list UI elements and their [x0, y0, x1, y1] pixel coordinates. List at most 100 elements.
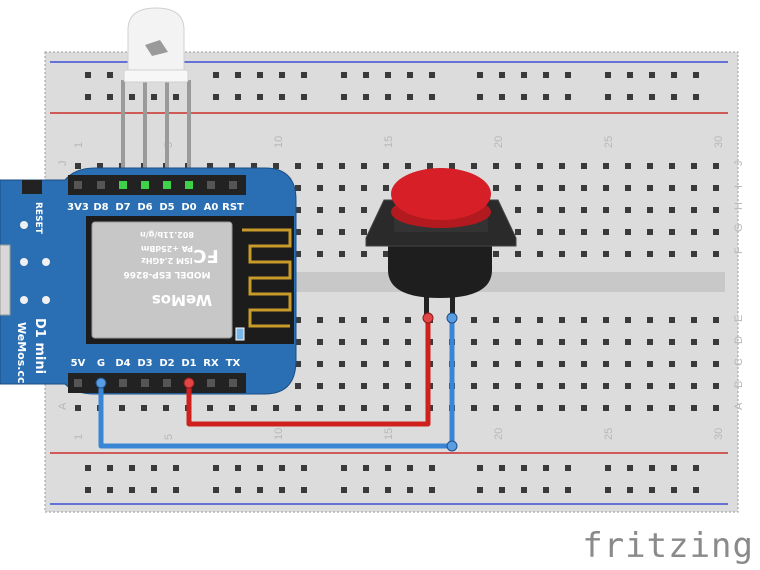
breadboard-hole[interactable] — [537, 317, 543, 323]
breadboard-hole[interactable] — [581, 383, 587, 389]
header-pin[interactable] — [74, 379, 82, 387]
breadboard-hole[interactable] — [581, 339, 587, 345]
breadboard-hole[interactable] — [565, 465, 571, 471]
breadboard-hole[interactable] — [361, 361, 367, 367]
breadboard-hole[interactable] — [499, 94, 505, 100]
breadboard-hole[interactable] — [647, 317, 653, 323]
breadboard-hole[interactable] — [625, 185, 631, 191]
breadboard-hole[interactable] — [603, 229, 609, 235]
breadboard-hole[interactable] — [85, 94, 91, 100]
reset-button[interactable] — [22, 180, 42, 194]
breadboard-hole[interactable] — [603, 251, 609, 257]
breadboard-hole[interactable] — [339, 361, 345, 367]
breadboard-hole[interactable] — [691, 317, 697, 323]
breadboard-hole[interactable] — [405, 361, 411, 367]
breadboard-hole[interactable] — [317, 185, 323, 191]
breadboard-hole[interactable] — [407, 487, 413, 493]
breadboard-hole[interactable] — [317, 317, 323, 323]
breadboard-hole[interactable] — [603, 361, 609, 367]
breadboard-hole[interactable] — [493, 383, 499, 389]
breadboard-hole[interactable] — [493, 185, 499, 191]
breadboard-hole[interactable] — [339, 251, 345, 257]
breadboard-hole[interactable] — [383, 251, 389, 257]
breadboard-hole[interactable] — [493, 339, 499, 345]
breadboard-hole[interactable] — [537, 383, 543, 389]
breadboard-hole[interactable] — [647, 405, 653, 411]
breadboard-hole[interactable] — [339, 317, 345, 323]
breadboard-hole[interactable] — [649, 72, 655, 78]
breadboard-hole[interactable] — [647, 251, 653, 257]
breadboard-hole[interactable] — [295, 405, 301, 411]
header-pin[interactable] — [229, 379, 237, 387]
breadboard-hole[interactable] — [429, 487, 435, 493]
breadboard-hole[interactable] — [427, 163, 433, 169]
breadboard-hole[interactable] — [515, 163, 521, 169]
breadboard-hole[interactable] — [471, 339, 477, 345]
breadboard-hole[interactable] — [477, 465, 483, 471]
breadboard-hole[interactable] — [257, 72, 263, 78]
breadboard-hole[interactable] — [301, 72, 307, 78]
breadboard-hole[interactable] — [625, 383, 631, 389]
breadboard-hole[interactable] — [581, 229, 587, 235]
breadboard-hole[interactable] — [235, 487, 241, 493]
breadboard-hole[interactable] — [713, 229, 719, 235]
breadboard-hole[interactable] — [361, 185, 367, 191]
breadboard-hole[interactable] — [625, 163, 631, 169]
breadboard-hole[interactable] — [317, 361, 323, 367]
breadboard-hole[interactable] — [581, 251, 587, 257]
breadboard-hole[interactable] — [151, 94, 157, 100]
breadboard-hole[interactable] — [317, 405, 323, 411]
breadboard-hole[interactable] — [207, 405, 213, 411]
breadboard-hole[interactable] — [537, 163, 543, 169]
breadboard-hole[interactable] — [581, 185, 587, 191]
breadboard-hole[interactable] — [407, 465, 413, 471]
breadboard-hole[interactable] — [471, 405, 477, 411]
breadboard-hole[interactable] — [107, 487, 113, 493]
breadboard-hole[interactable] — [515, 229, 521, 235]
breadboard-hole[interactable] — [383, 163, 389, 169]
breadboard-hole[interactable] — [625, 317, 631, 323]
header-pin[interactable] — [229, 181, 237, 189]
breadboard-hole[interactable] — [317, 339, 323, 345]
breadboard-hole[interactable] — [471, 317, 477, 323]
breadboard-hole[interactable] — [515, 251, 521, 257]
breadboard-hole[interactable] — [521, 487, 527, 493]
breadboard-hole[interactable] — [75, 405, 81, 411]
breadboard-hole[interactable] — [625, 207, 631, 213]
breadboard-hole[interactable] — [449, 163, 455, 169]
breadboard-hole[interactable] — [471, 163, 477, 169]
breadboard-hole[interactable] — [713, 163, 719, 169]
breadboard-hole[interactable] — [499, 72, 505, 78]
breadboard-hole[interactable] — [693, 94, 699, 100]
breadboard-hole[interactable] — [713, 405, 719, 411]
breadboard-hole[interactable] — [341, 72, 347, 78]
breadboard-hole[interactable] — [251, 405, 257, 411]
breadboard-hole[interactable] — [537, 185, 543, 191]
breadboard-hole[interactable] — [493, 317, 499, 323]
breadboard-hole[interactable] — [279, 72, 285, 78]
breadboard-hole[interactable] — [405, 405, 411, 411]
header-pin[interactable] — [207, 181, 215, 189]
header-pin[interactable] — [141, 181, 149, 189]
breadboard-hole[interactable] — [603, 163, 609, 169]
breadboard-hole[interactable] — [235, 72, 241, 78]
breadboard-hole[interactable] — [499, 465, 505, 471]
breadboard-hole[interactable] — [385, 487, 391, 493]
breadboard-hole[interactable] — [565, 94, 571, 100]
breadboard-hole[interactable] — [649, 487, 655, 493]
breadboard-hole[interactable] — [129, 487, 135, 493]
breadboard-hole[interactable] — [119, 405, 125, 411]
breadboard-hole[interactable] — [691, 163, 697, 169]
breadboard-hole[interactable] — [363, 487, 369, 493]
breadboard-hole[interactable] — [691, 185, 697, 191]
breadboard-hole[interactable] — [295, 317, 301, 323]
breadboard-hole[interactable] — [559, 317, 565, 323]
breadboard-hole[interactable] — [559, 251, 565, 257]
breadboard-hole[interactable] — [385, 465, 391, 471]
breadboard-hole[interactable] — [543, 72, 549, 78]
header-pin[interactable] — [74, 181, 82, 189]
breadboard-hole[interactable] — [173, 487, 179, 493]
breadboard-hole[interactable] — [279, 487, 285, 493]
breadboard-hole[interactable] — [647, 185, 653, 191]
breadboard-hole[interactable] — [581, 361, 587, 367]
